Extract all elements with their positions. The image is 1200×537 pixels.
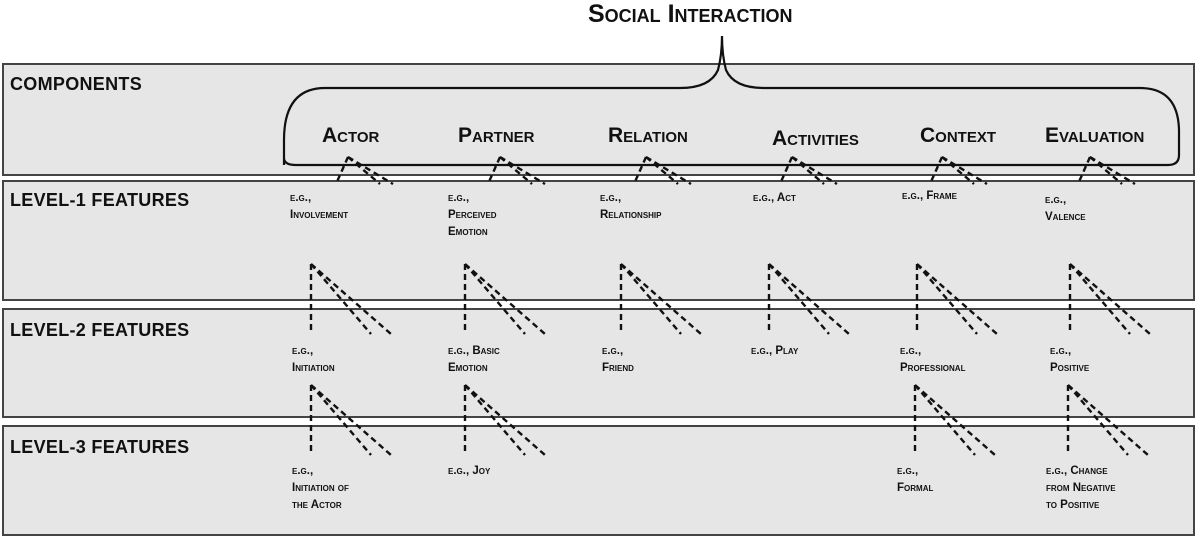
components-row (2, 63, 1195, 176)
diagram-title: Social Interaction (588, 0, 793, 28)
level3-example-actor: e.g., Initiation of the Actor (292, 465, 349, 511)
row-label-components: COMPONENTS (10, 74, 143, 94)
level2-example-evaluation: e.g., Positive (1050, 345, 1090, 374)
level1-row (2, 180, 1195, 301)
level1-example-evaluation: e.g., Valence (1045, 194, 1086, 223)
level1-example-relation: e.g., Relationship (600, 192, 662, 221)
component-partner: Partner (458, 124, 535, 147)
component-context: Context (920, 124, 997, 147)
component-actor: Actor (322, 124, 380, 147)
level1-example-context: e.g., Frame (902, 190, 957, 202)
level3-example-evaluation: e.g., Change from Negative to Positive (1046, 465, 1116, 511)
level2-example-context: e.g., Professional (900, 345, 966, 374)
level2-example-relation: e.g., Friend (602, 345, 634, 374)
level2-example-partner: e.g., Basic Emotion (448, 345, 500, 374)
row-label-level2: LEVEL-2 FEATURES (10, 320, 190, 340)
level2-example-actor: e.g., Initiation (292, 345, 335, 374)
row-label-level3: LEVEL-3 FEATURES (10, 437, 190, 457)
level1-example-actor: e.g., Involvement (290, 192, 349, 221)
row-label-level1: LEVEL-1 FEATURES (10, 190, 190, 210)
level2-example-activities: e.g., Play (751, 345, 799, 357)
level3-row (2, 425, 1195, 536)
component-evaluation: Evaluation (1045, 124, 1145, 147)
level3-example-partner: e.g., Joy (448, 465, 491, 477)
level1-example-partner: e.g., Perceived Emotion (448, 192, 497, 238)
level3-example-context: e.g., Formal (897, 465, 934, 494)
component-activities: Activities (772, 127, 859, 150)
component-relation: Relation (608, 124, 688, 147)
level1-example-activities: e.g., Act (753, 192, 796, 204)
